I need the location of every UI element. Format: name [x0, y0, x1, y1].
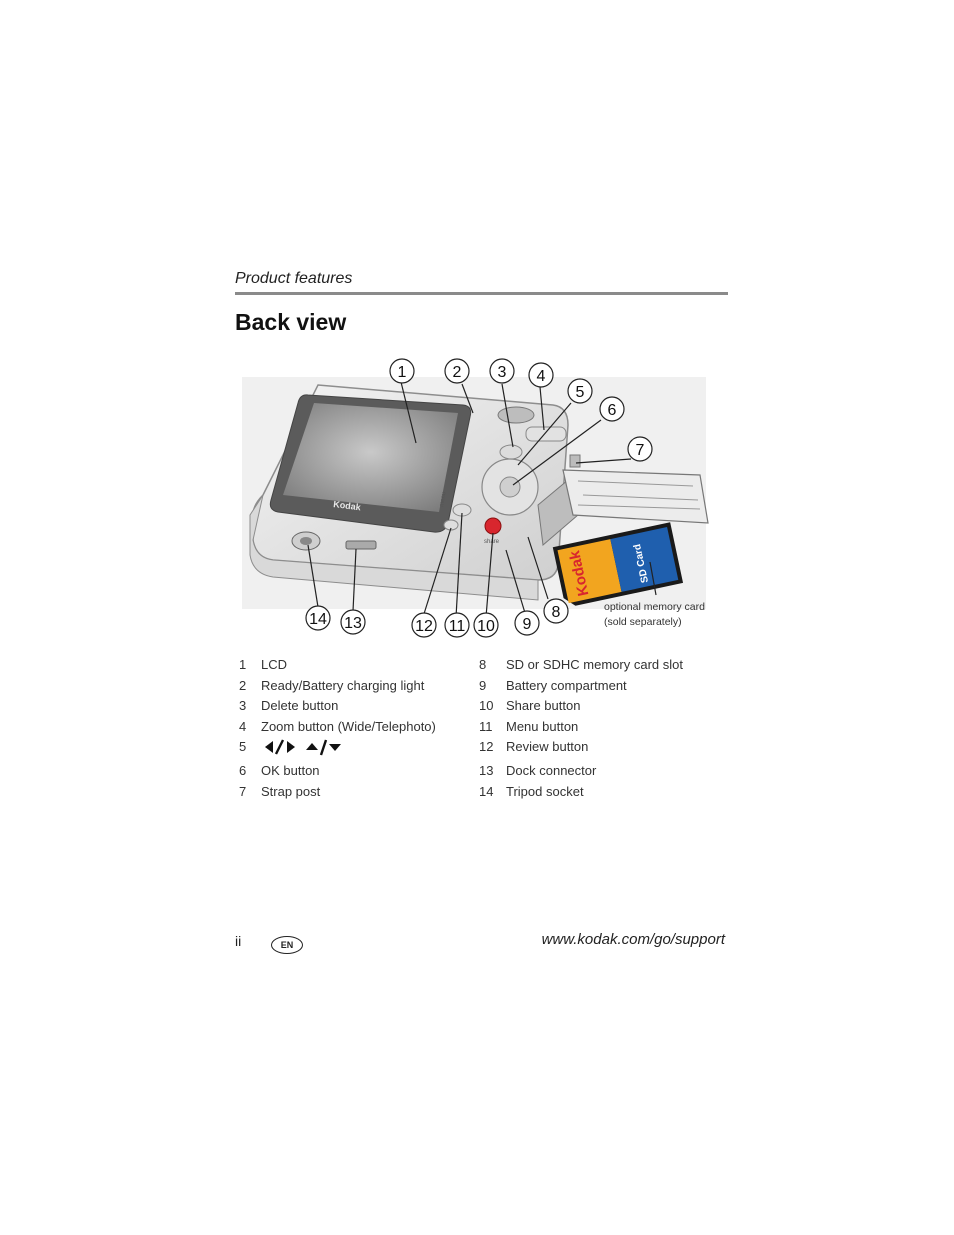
- callout-1: 1: [389, 358, 415, 384]
- svg-text:1: 1: [398, 364, 407, 381]
- svg-text:12: 12: [415, 618, 433, 635]
- ok-button-shape: [499, 476, 521, 498]
- svg-text:9: 9: [523, 616, 532, 633]
- leader-lines: [307, 381, 657, 618]
- dock-connector-shape: [345, 540, 377, 550]
- callout-7: 7: [627, 436, 653, 462]
- svg-text:3: 3: [498, 364, 507, 381]
- svg-text:11: 11: [449, 618, 466, 635]
- svg-text:5: 5: [576, 384, 585, 401]
- lcd-screen: [283, 403, 458, 512]
- camera-back-figure: Kodak menu share Ko: [238, 355, 718, 640]
- callout-13: 13: [340, 609, 366, 635]
- callout-11: 11: [444, 612, 470, 638]
- camera-bottom: [249, 494, 539, 601]
- svg-text:2: 2: [453, 364, 462, 381]
- callout-6: 6: [599, 396, 625, 422]
- svg-text:6: 6: [608, 402, 617, 419]
- share-button-shape: [484, 517, 502, 535]
- page-number: ii: [235, 933, 242, 949]
- callout-8: 8: [543, 598, 569, 624]
- review-button-shape: [443, 519, 459, 531]
- svg-text:4: 4: [537, 368, 546, 385]
- page-title: Back view: [235, 309, 347, 335]
- callout-3: 3: [489, 358, 515, 384]
- svg-text:7: 7: [636, 442, 645, 459]
- callout-4: 4: [528, 362, 554, 388]
- callout-2: 2: [444, 358, 470, 384]
- delete-button-shape: [499, 444, 523, 460]
- svg-text:14: 14: [309, 611, 327, 628]
- menu-button-text: menu: [439, 492, 448, 508]
- callout-12: 12: [411, 612, 437, 638]
- callout-5: 5: [567, 378, 593, 404]
- language-badge: EN: [271, 936, 303, 954]
- arrow-icons: [261, 738, 357, 761]
- battery-door-shape: [562, 469, 709, 524]
- callout-10: 10: [473, 612, 499, 638]
- memory-card-note-line1: optional memory card: [604, 601, 705, 613]
- camera-brand: Kodak: [333, 499, 363, 512]
- svg-text:10: 10: [477, 618, 495, 635]
- callout-14: 14: [305, 605, 331, 631]
- section-label: Product features: [235, 270, 353, 287]
- svg-text:8: 8: [552, 604, 561, 621]
- header-rule: [235, 292, 728, 295]
- sd-card-shape: Kodak SD Card: [552, 522, 684, 606]
- top-dial: [497, 406, 535, 424]
- svg-text:13: 13: [344, 615, 362, 632]
- tripod-socket-hole: [300, 537, 312, 545]
- strap-post-shape: [569, 454, 581, 468]
- memory-card-note-line2: (sold separately): [604, 616, 682, 628]
- callouts: 1 2 3 4 5 6 7 8 9 10 11 12 13 14: [305, 358, 653, 638]
- support-url-link[interactable]: www.kodak.com/go/support: [541, 931, 725, 948]
- callout-9: 9: [514, 610, 540, 636]
- zoom-button-shape: [525, 426, 567, 442]
- left-right-up-down-arrows-icon: [265, 739, 341, 756]
